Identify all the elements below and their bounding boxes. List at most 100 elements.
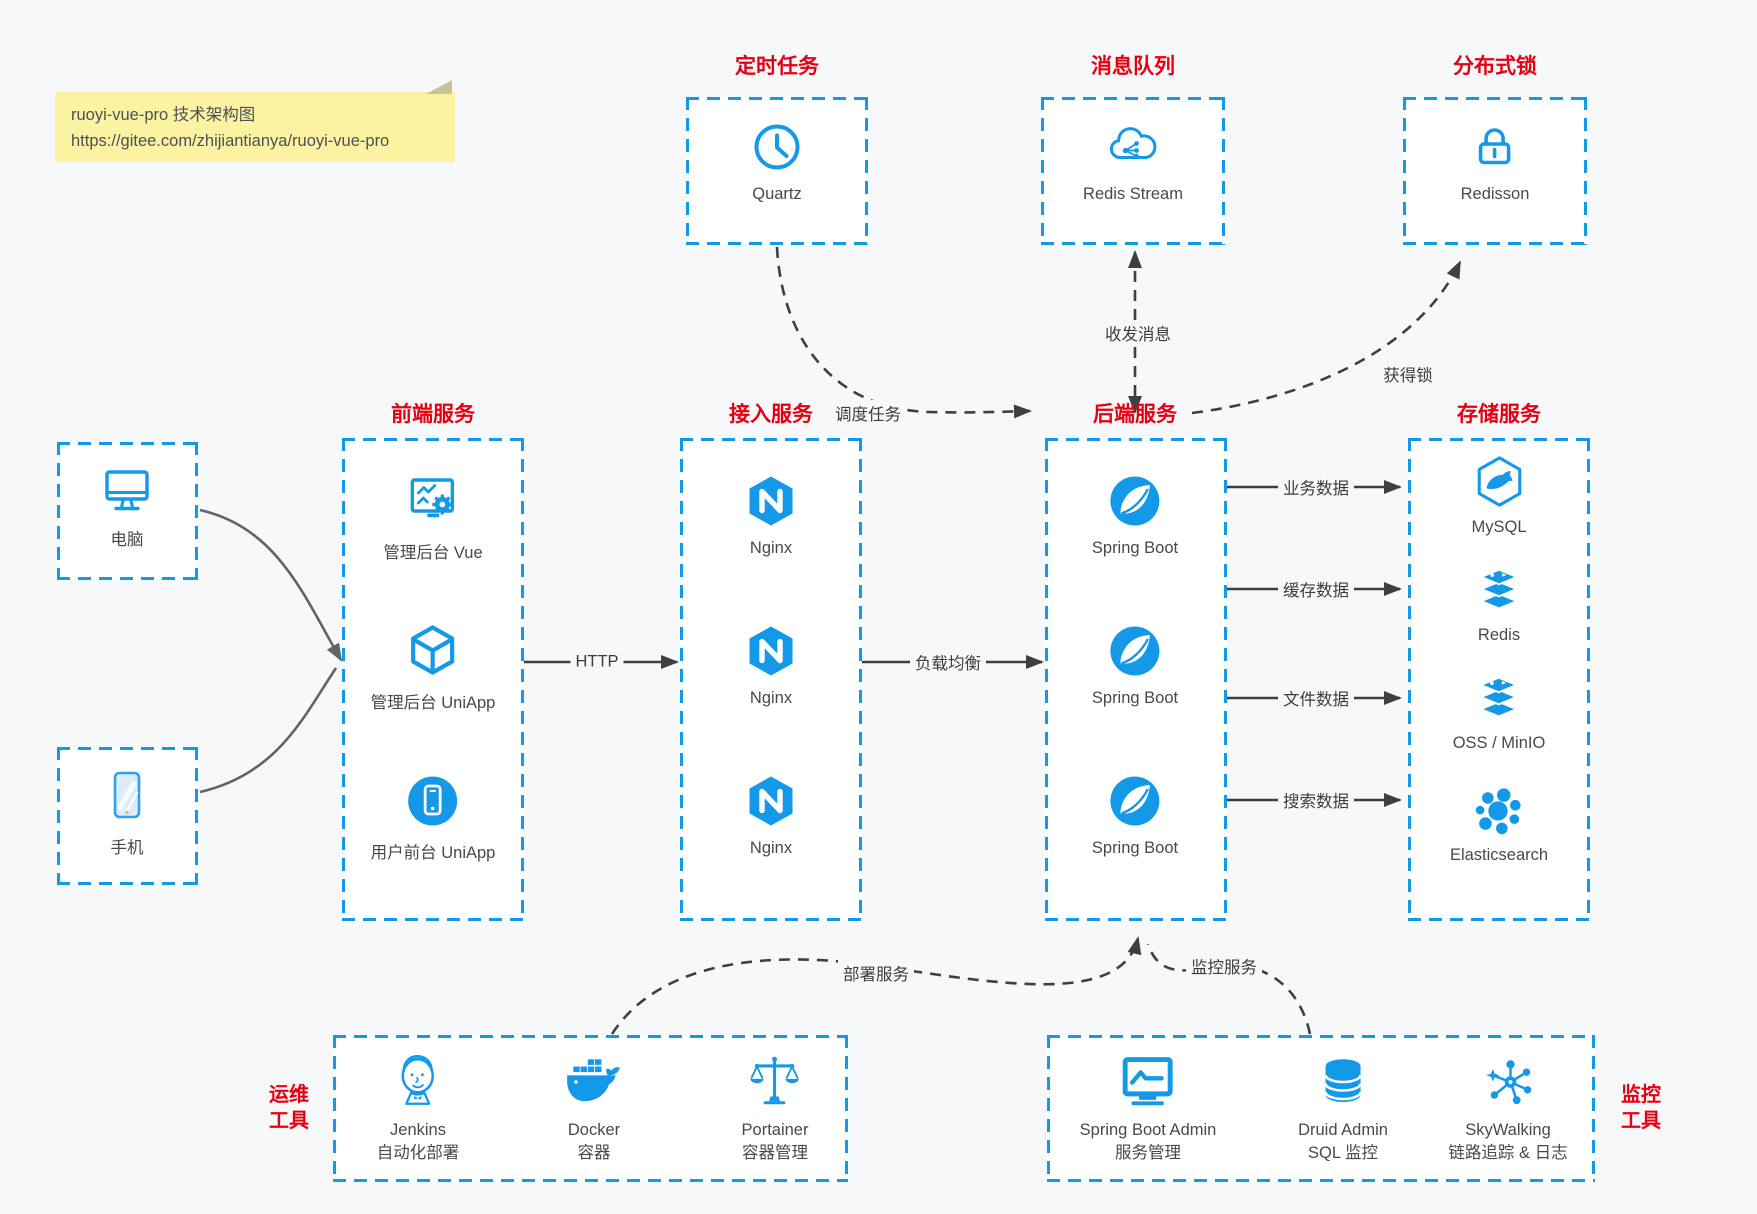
edge-label-search-data: 搜索数据 [1278,787,1354,813]
uniapp-cube-icon [411,625,455,675]
node-label: OSS / MinIO [1452,734,1546,752]
note-url: https://gitee.com/zhijiantianya/ruoyi-vu… [71,131,390,150]
node-springboot-2: Spring Boot [1092,623,1178,708]
client-box-pc [57,442,198,580]
node-nginx-1: Nginx [743,473,799,558]
node-admin-vue: 管理后台 Vue [383,473,483,563]
monitor-chart-icon [1123,1057,1173,1106]
tool-desc: 容器管理 [741,1144,808,1163]
admin-vue-icon [410,478,454,518]
node-springboot-1: Spring Boot [1092,473,1178,558]
group-title-message-queue: 消息队列 [1091,55,1175,78]
docker-whale-icon [567,1059,620,1102]
edge-label-file-data: 文件数据 [1278,685,1354,711]
group-box-message-queue [1041,97,1225,245]
node-label: Spring Boot [1091,689,1179,707]
edge-label-business-data: 业务数据 [1278,474,1354,500]
node-springboot-3: Spring Boot [1092,773,1178,858]
edge-label-monitor-service: 监控服务 [1186,953,1262,979]
group-title-backend: 后端服务 [1093,403,1177,426]
tool-name: Docker [567,1121,621,1139]
tool-desc: SQL 监控 [1308,1144,1378,1163]
node-portainer: Portainer 容器管理 [741,1048,808,1166]
redis-stack-icon [1480,568,1518,610]
desktop-icon [105,470,149,511]
node-jenkins: Jenkins 自动化部署 [376,1048,460,1166]
nginx-icon [749,776,793,826]
node-nginx-2: Nginx [743,623,799,708]
spring-icon [1110,776,1160,826]
node-redis: Redis [1472,564,1526,645]
group-title-scheduled-jobs: 定时任务 [735,55,819,78]
edge-acquire-lock [1191,260,1462,415]
edge-label-send-receive-msg: 收发消息 [1100,320,1176,346]
lock-icon [1479,128,1511,165]
node-nginx-3: Nginx [743,773,799,858]
node-pc: 电脑 [99,466,155,550]
node-redis-stream: Redis Stream [1083,119,1183,204]
spring-icon [1110,626,1160,676]
sticky-note: ruoyi-vue-pro 技术架构图 https://gitee.com/zh… [55,80,455,162]
group-title-ops-tools: 运维 工具 [269,1084,309,1133]
network-graph-icon [1485,1060,1531,1105]
node-druid-admin: Druid Admin SQL 监控 [1298,1048,1388,1166]
node-label: Spring Boot [1091,539,1179,557]
tool-name: SkyWalking [1465,1121,1551,1139]
edge-schedule-job [775,246,1032,419]
node-mysql: MySQL [1471,454,1527,537]
group-title-frontend: 前端服务 [391,403,475,426]
note-title: ruoyi-vue-pro 技术架构图 [71,106,256,124]
nginx-icon [749,626,793,676]
node-user-uniapp: 用户前台 UniApp [370,773,496,863]
edge-pc-to-frontend [199,508,343,662]
tool-desc: 自动化部署 [376,1144,460,1163]
node-label: Nginx [749,839,793,857]
node-label: 用户前台 UniApp [370,844,496,862]
node-docker: Docker 容器 [563,1048,625,1166]
node-label: 管理后台 Vue [383,544,483,562]
node-quartz: Quartz [749,119,805,204]
group-title-access: 接入服务 [729,403,813,426]
tool-name: Druid Admin [1298,1121,1388,1139]
nginx-icon [749,476,793,526]
jenkins-icon [401,1054,435,1105]
node-spring-boot-admin: Spring Boot Admin 服务管理 [1079,1048,1217,1166]
tool-desc: 容器 [577,1144,611,1163]
spring-icon [1110,476,1160,526]
node-label: 管理后台 UniApp [370,694,496,712]
scales-icon [750,1056,800,1105]
note-fold-corner [426,80,452,94]
tool-desc: 服务管理 [1114,1144,1181,1163]
edge-deploy-service [610,936,1142,1035]
node-label: Redis [1477,626,1521,644]
elasticsearch-icon [1475,788,1521,835]
edge-label-deploy-service: 部署服务 [838,960,914,986]
edge-label-http: HTTP [570,651,624,673]
clock-icon [754,124,800,170]
smartphone-icon [113,771,141,819]
mysql-icon [1477,456,1521,507]
tool-name: Spring Boot Admin [1079,1121,1217,1139]
node-label: Nginx [749,689,793,707]
node-label: MySQL [1471,518,1527,536]
group-box-scheduled-jobs [686,97,868,245]
group-box-distributed-lock [1403,97,1587,245]
node-label: Nginx [749,539,793,557]
node-label: Redis Stream [1083,185,1183,203]
node-elasticsearch: Elasticsearch [1450,784,1548,865]
group-title-monitor-tools: 监控 工具 [1621,1084,1661,1133]
cloud-mq-icon [1109,127,1157,160]
node-admin-uniapp: 管理后台 UniApp [370,623,496,713]
redis-stack-icon [1480,676,1518,718]
user-app-icon [408,776,458,826]
node-phone: 手机 [99,768,155,858]
node-label: 手机 [110,839,144,857]
edge-phone-to-frontend [199,667,338,794]
edge-label-schedule-job: 调度任务 [830,400,906,426]
group-box-frontend [342,438,524,921]
edge-label-cache-data: 缓存数据 [1278,576,1354,602]
edge-label-load-balance: 负载均衡 [910,649,986,675]
node-oss-minio: OSS / MinIO [1452,672,1546,753]
tool-name: Jenkins [390,1121,446,1139]
